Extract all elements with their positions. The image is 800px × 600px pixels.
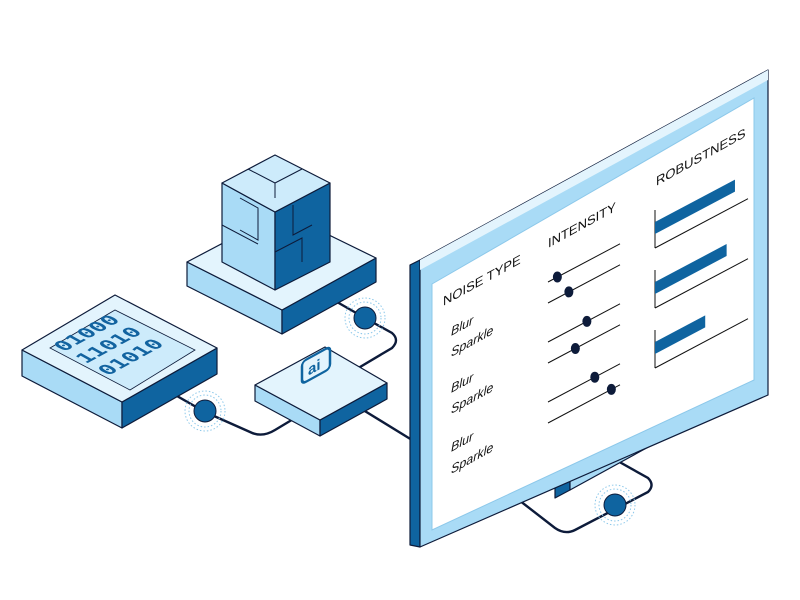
robustness-baseline	[654, 198, 749, 249]
intensity-slider-knob[interactable]	[564, 286, 574, 298]
intensity-sliders	[547, 243, 621, 424]
intensity-slider-knob[interactable]	[590, 371, 600, 383]
robustness-bar	[655, 244, 727, 294]
robustness-bar	[655, 179, 735, 234]
intensity-slider-knob[interactable]	[582, 315, 592, 327]
intensity-slider-track[interactable]	[547, 363, 621, 403]
robustness-baseline	[654, 318, 749, 369]
robustness-bars	[654, 179, 749, 369]
robustness-baseline	[654, 258, 749, 309]
intensity-slider-track[interactable]	[547, 324, 621, 364]
ai-logo-text: ai	[308, 356, 321, 380]
monitor: NOISE TYPE INTENSITY ROBUSTNESS Blur Spa…	[409, 69, 769, 548]
intensity-slider-knob[interactable]	[570, 342, 580, 354]
connection-nodes	[184, 297, 636, 526]
cable-cube-to-chip	[328, 296, 398, 372]
intensity-slider-knob[interactable]	[552, 271, 562, 283]
monitor-side	[409, 259, 421, 548]
cable-board-to-chip	[168, 390, 297, 436]
binary-data-board: 01000 11010 01010	[21, 294, 218, 429]
intensity-slider-track[interactable]	[547, 264, 621, 304]
connection-node	[184, 390, 226, 432]
connection-node	[344, 297, 386, 339]
model-cube	[186, 154, 377, 335]
robustness-bar	[655, 315, 706, 354]
ai-logo-icon: ai	[300, 346, 332, 384]
ai-chip: ai	[254, 346, 388, 437]
intensity-slider-knob[interactable]	[606, 383, 616, 395]
connection-node	[594, 484, 636, 526]
monitor-screen	[431, 97, 755, 531]
